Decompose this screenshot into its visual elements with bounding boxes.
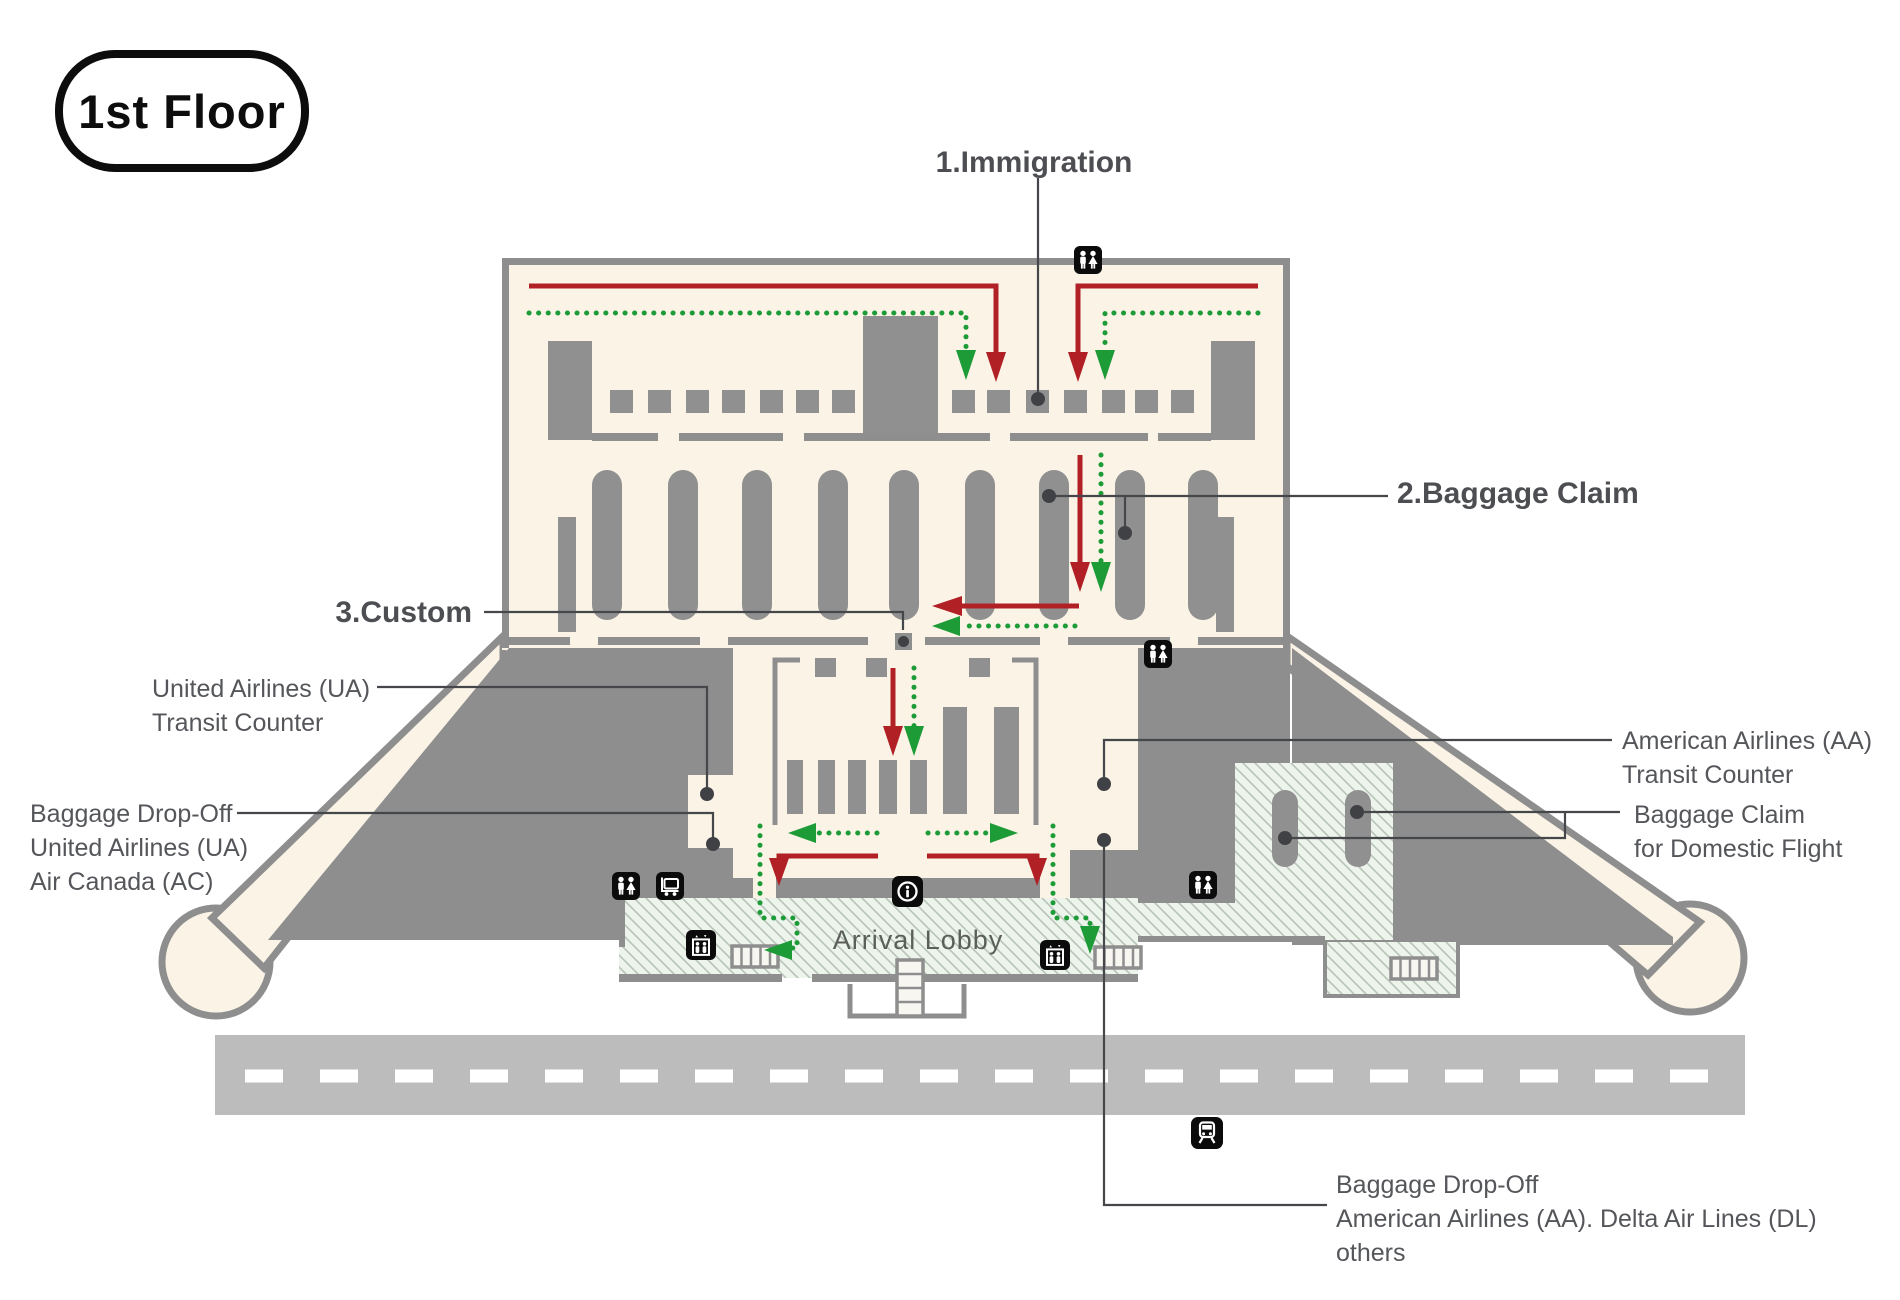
immigration-label: 1.Immigration xyxy=(936,146,1133,179)
svg-text:American Airlines (AA). Delta: American Airlines (AA). Delta Air Lines … xyxy=(1336,1205,1817,1233)
floor-badge: 1st Floor xyxy=(55,50,309,172)
baggage-belt xyxy=(592,470,622,620)
restroom-icon xyxy=(612,872,640,900)
svg-text:Baggage Drop-Off: Baggage Drop-Off xyxy=(1336,1171,1538,1199)
baggage-belt xyxy=(965,470,995,620)
transit-route-green xyxy=(526,310,1261,960)
domestic-baggage-claim-label: Baggage Claim for Domestic Flight xyxy=(1634,801,1842,863)
arrival-lobby-label: Arrival Lobby xyxy=(833,925,1004,955)
customs-area xyxy=(772,633,1039,825)
baggage-belt xyxy=(668,470,698,620)
pillar xyxy=(548,341,592,440)
baggage-belt xyxy=(1039,470,1069,620)
baggage-belt xyxy=(889,470,919,620)
pillar xyxy=(1211,341,1255,440)
domestic-baggage-belt xyxy=(1272,790,1298,867)
svg-text:others: others xyxy=(1336,1239,1405,1267)
arrival-route-red xyxy=(529,283,1258,886)
baggage-belts xyxy=(592,470,1218,620)
baggage-belt xyxy=(818,470,848,620)
ua-transit-counter-label: United Airlines (UA) Transit Counter xyxy=(152,675,370,737)
immigration-hall xyxy=(548,316,1255,441)
crosswalk xyxy=(895,958,925,1018)
baggage-claim-label: 2.Baggage Claim xyxy=(1397,477,1639,510)
svg-text:Baggage Drop-Off: Baggage Drop-Off xyxy=(30,800,232,828)
baggage-belt xyxy=(1188,470,1218,620)
baggage-cart-icon xyxy=(655,871,685,901)
escalator-icon xyxy=(1093,945,1143,970)
pillar xyxy=(863,316,938,440)
svg-text:Air Canada (AC): Air Canada (AC) xyxy=(30,868,213,896)
callout-leaders xyxy=(237,178,1620,1207)
elevator-icon xyxy=(1039,939,1071,971)
ua-counter-notch xyxy=(688,775,733,848)
restroom-icon xyxy=(1189,871,1217,899)
baggage-belt xyxy=(1115,470,1145,620)
svg-text:Transit Counter: Transit Counter xyxy=(152,709,323,737)
information-icon xyxy=(890,874,925,909)
svg-text:United Airlines (UA): United Airlines (UA) xyxy=(30,834,248,862)
svg-text:for Domestic Flight: for Domestic Flight xyxy=(1634,835,1842,863)
access-road xyxy=(215,1035,1745,1115)
domestic-baggage-belt xyxy=(1345,790,1371,867)
custom-label: 3.Custom xyxy=(335,596,472,629)
immigration-booths xyxy=(610,390,1194,413)
svg-text:Transit Counter: Transit Counter xyxy=(1622,761,1793,789)
baggage-belt xyxy=(742,470,772,620)
customs-desks xyxy=(787,707,1019,814)
aa-baggage-dropoff-label: Baggage Drop-Off American Airlines (AA).… xyxy=(1336,1171,1817,1267)
restroom-icon xyxy=(1144,640,1172,668)
escalator-icon xyxy=(1389,956,1439,981)
train-station-icon xyxy=(1189,1115,1225,1151)
aa-transit-counter-label: American Airlines (AA) Transit Counter xyxy=(1622,727,1872,789)
svg-text:American Airlines (AA): American Airlines (AA) xyxy=(1622,727,1872,755)
svg-text:United Airlines (UA): United Airlines (UA) xyxy=(152,675,370,703)
restroom-icon xyxy=(1074,246,1102,274)
customs-booths xyxy=(815,658,990,677)
baggage-claim-hall xyxy=(509,470,1287,645)
elevator-icon xyxy=(685,929,717,961)
left-airside-block xyxy=(268,648,733,940)
ua-baggage-dropoff-label: Baggage Drop-Off United Airlines (UA) Ai… xyxy=(30,800,248,896)
svg-text:Baggage Claim: Baggage Claim xyxy=(1634,801,1805,829)
